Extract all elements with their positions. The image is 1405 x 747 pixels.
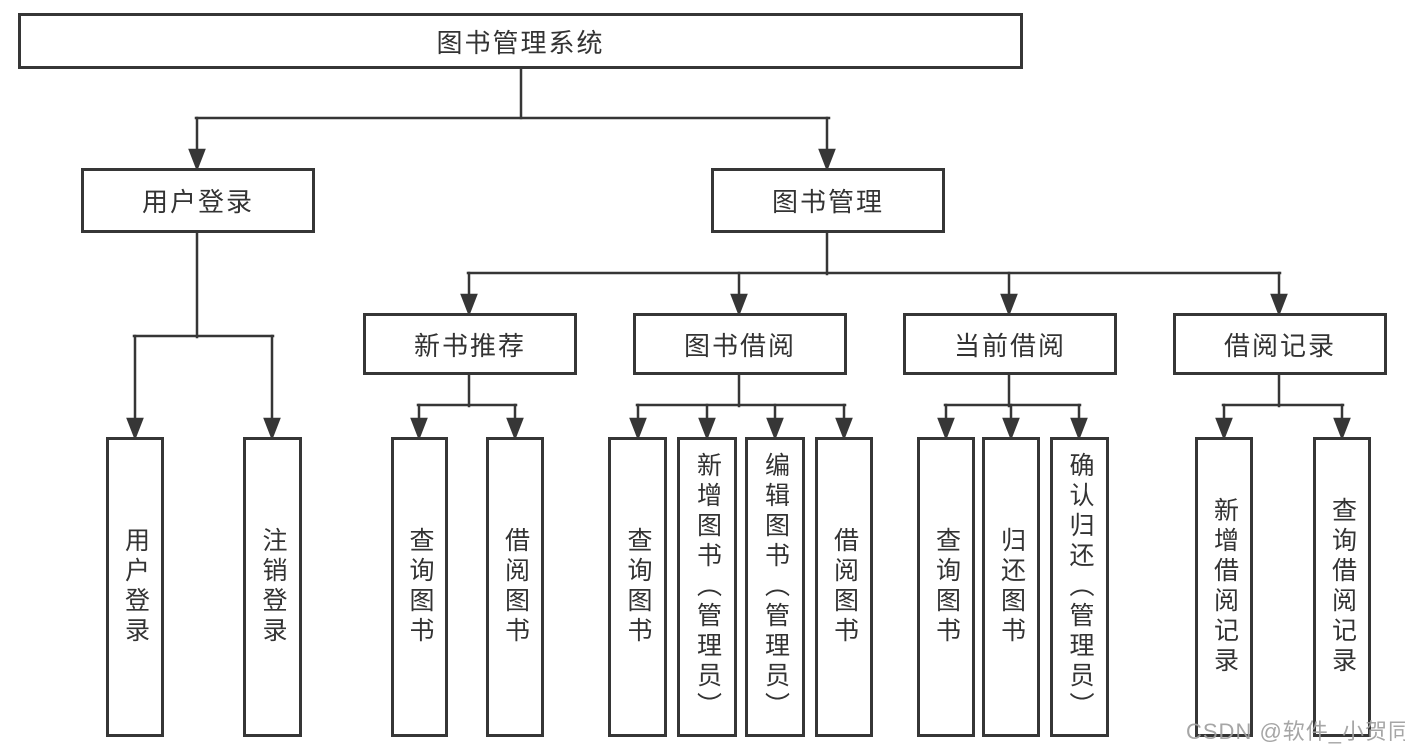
node-current-borrow-label: 当前借阅 (953, 330, 1066, 361)
leaf-newbook-query: 查询图书 (391, 437, 448, 737)
node-new-book-recommend-label: 新书推荐 (413, 330, 526, 361)
leaf-query-borrow-record: 查询借阅记录 (1313, 437, 1371, 737)
leaf-confirm-return-admin: 确认归还（管理员） (1050, 437, 1109, 737)
leaf-add-borrow-record-label: 新增借阅记录 (1210, 497, 1239, 677)
leaf-user-login-label: 用户登录 (121, 527, 150, 647)
node-user-login-label: 用户登录 (141, 187, 254, 217)
leaf-return-book: 归还图书 (982, 437, 1040, 737)
node-book-borrow-label: 图书借阅 (683, 330, 796, 361)
leaf-current-query: 查询图书 (917, 437, 975, 737)
arrowhead (629, 417, 647, 441)
leaf-current-query-label: 查询图书 (932, 527, 961, 647)
node-new-book-recommend: 新书推荐 (363, 313, 577, 375)
arrowhead (835, 417, 853, 441)
leaf-borrow-book: 借阅图书 (815, 437, 873, 737)
arrowhead (506, 417, 524, 441)
leaf-add-borrow-record: 新增借阅记录 (1195, 437, 1253, 737)
leaf-edit-book-admin: 编辑图书（管理员） (745, 437, 805, 737)
leaf-logout: 注销登录 (243, 437, 302, 737)
arrowhead (1215, 417, 1233, 441)
node-current-borrow: 当前借阅 (903, 313, 1117, 375)
arrowhead (1002, 417, 1020, 441)
arrowhead (1270, 293, 1288, 317)
leaf-edit-book-admin-label: 编辑图书（管理员） (761, 452, 790, 722)
connector-book-mgmt-to-level3 (460, 231, 1288, 317)
leaf-return-book-label: 归还图书 (997, 527, 1026, 647)
node-book-management: 图书管理 (711, 168, 945, 233)
arrowhead (698, 417, 716, 441)
arrowhead (766, 417, 784, 441)
arrowhead (1070, 417, 1088, 441)
arrowhead (730, 293, 748, 317)
leaf-borrow-book-label: 借阅图书 (830, 527, 859, 647)
arrowhead (460, 293, 478, 317)
leaf-newbook-borrow-label: 借阅图书 (501, 527, 530, 647)
node-user-login: 用户登录 (81, 168, 315, 233)
node-book-management-label: 图书管理 (771, 187, 884, 217)
node-root-label: 图书管理系统 (436, 27, 605, 58)
arrowhead (188, 148, 206, 172)
arrowhead (1000, 293, 1018, 317)
node-root: 图书管理系统 (18, 13, 1023, 69)
leaf-query-borrow-record-label: 查询借阅记录 (1328, 497, 1357, 677)
node-borrow-record-label: 借阅记录 (1223, 330, 1336, 361)
csdn-watermark: CSDN @软件_小贺同学 (1186, 719, 1405, 744)
arrowhead (937, 417, 955, 441)
leaf-newbook-query-label: 查询图书 (406, 527, 434, 647)
connector-root-to-level2 (188, 67, 836, 172)
arrowhead (818, 148, 836, 172)
connector-new-book-branch (410, 373, 524, 441)
leaf-add-book-admin-label: 新增图书（管理员） (693, 452, 722, 722)
arrowhead (1333, 417, 1351, 441)
arrowhead (126, 417, 144, 441)
leaf-user-login: 用户登录 (106, 437, 164, 737)
connector-user-login-branch (126, 231, 281, 441)
arrowhead (410, 417, 428, 441)
leaf-logout-label: 注销登录 (259, 527, 287, 647)
leaf-borrow-query: 查询图书 (608, 437, 667, 737)
node-borrow-record: 借阅记录 (1173, 313, 1387, 375)
connector-current-borrow-branch (937, 373, 1088, 441)
leaf-add-book-admin: 新增图书（管理员） (677, 437, 737, 737)
node-book-borrow: 图书借阅 (633, 313, 847, 375)
leaf-newbook-borrow: 借阅图书 (486, 437, 544, 737)
leaf-borrow-query-label: 查询图书 (624, 527, 652, 647)
connector-borrow-record-branch (1215, 373, 1351, 441)
arrowhead (263, 417, 281, 441)
connector-book-borrow-branch (629, 373, 853, 441)
leaf-confirm-return-admin-label: 确认归还（管理员） (1066, 452, 1094, 722)
